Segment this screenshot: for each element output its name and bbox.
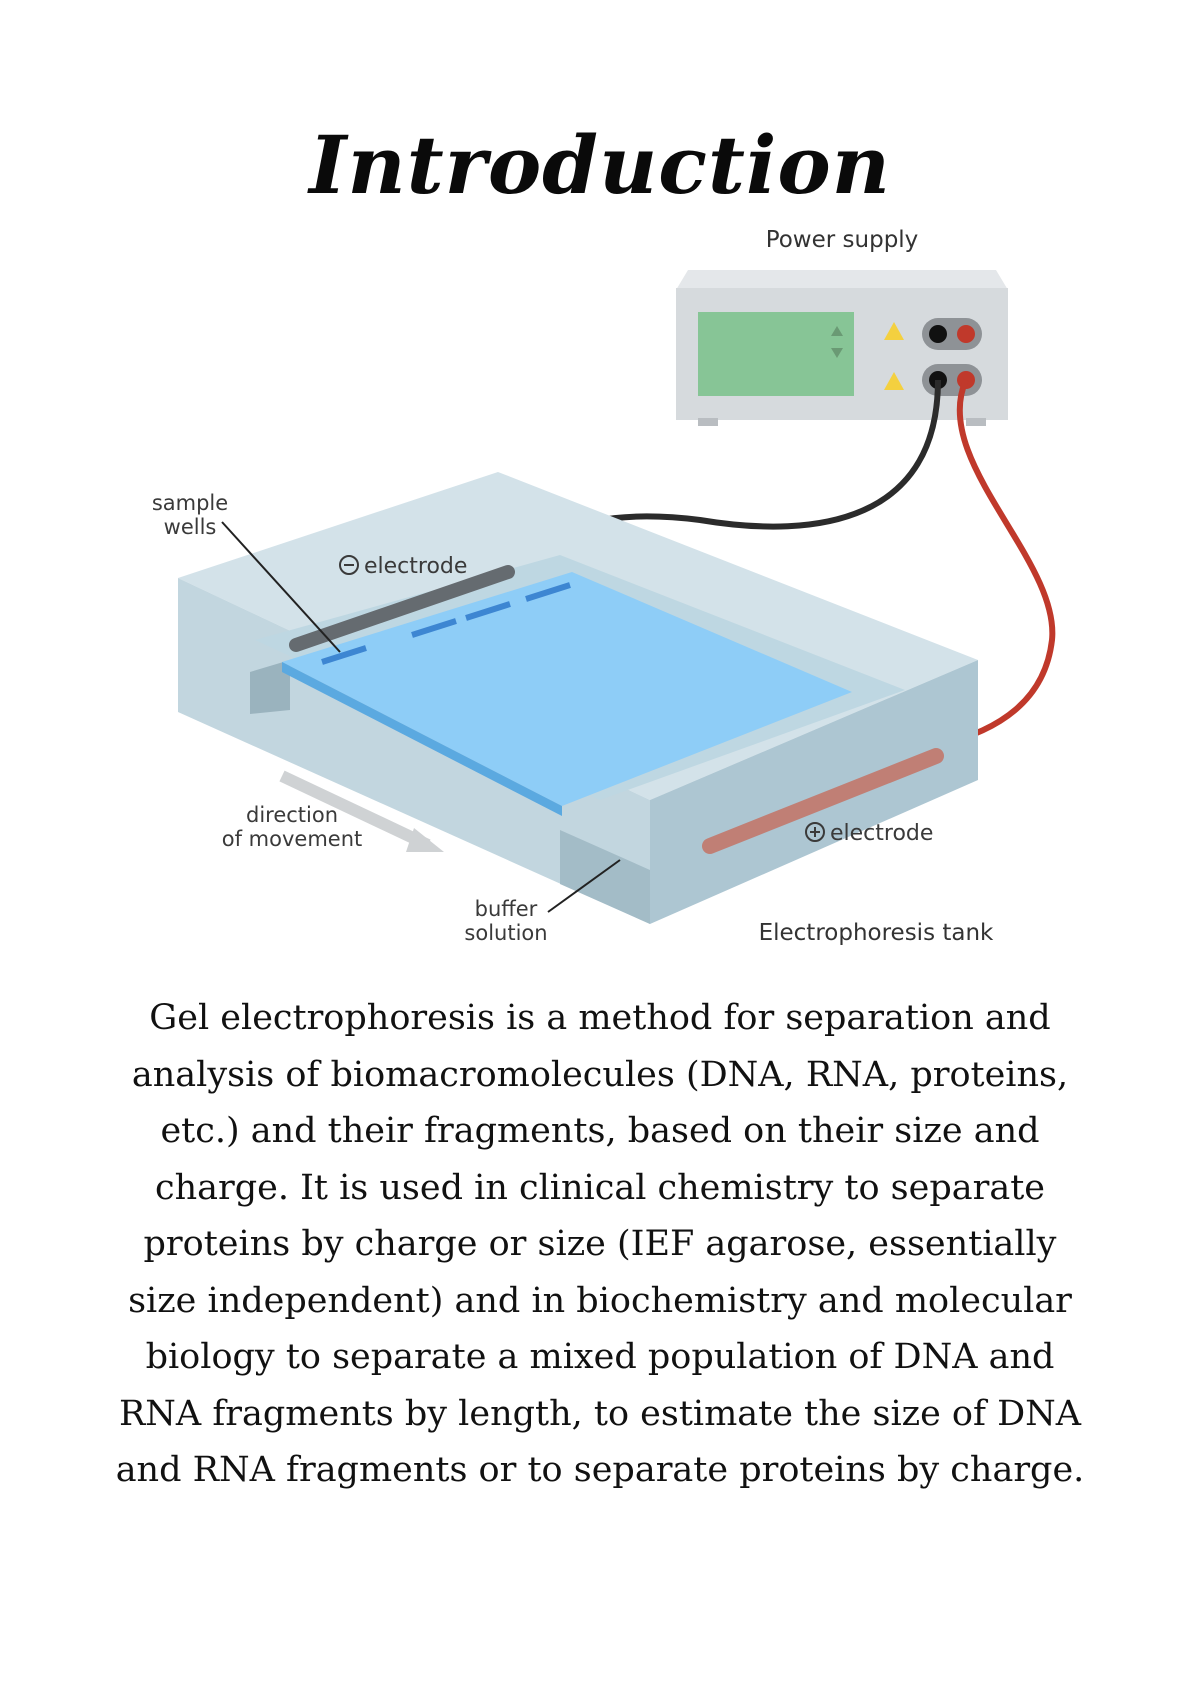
- electrophoresis-tank: [178, 472, 978, 924]
- sample-wells-label: sample: [152, 491, 228, 515]
- negative-electrode: [289, 565, 515, 652]
- arrow-down-icon: [831, 348, 843, 358]
- plus-icon: [805, 822, 825, 842]
- buffer-label: buffer: [475, 897, 538, 921]
- warning-icon: [884, 372, 904, 390]
- direction-label: of movement: [222, 827, 363, 851]
- tank-label: Electrophoresis tank: [759, 920, 994, 946]
- direction-arrow: [279, 770, 444, 852]
- sample-well: [411, 618, 457, 638]
- sample-wells-label: wells: [164, 515, 217, 539]
- sample-well: [465, 601, 511, 621]
- positive-wire: [939, 378, 1056, 748]
- leader-line: [547, 859, 621, 913]
- page-title: Introduction: [309, 118, 891, 212]
- positive-electrode-label: electrode: [830, 821, 933, 846]
- warning-icon: [884, 322, 904, 340]
- positive-terminal: [957, 325, 975, 343]
- minus-icon: [339, 555, 359, 575]
- display-screen: [698, 312, 854, 396]
- sample-well: [321, 645, 367, 665]
- power-supply-label: Power supply: [766, 227, 919, 253]
- power-supply: Power supply: [676, 227, 1008, 426]
- sample-well: [525, 582, 571, 602]
- leader-line: [221, 521, 341, 653]
- body-paragraph: Gel electrophoresis is a method for sepa…: [115, 998, 1085, 1490]
- negative-terminal: [929, 325, 947, 343]
- buffer-label: solution: [464, 921, 547, 945]
- positive-electrode: [702, 748, 944, 854]
- negative-electrode-label: electrode: [364, 554, 467, 579]
- direction-label: direction: [246, 803, 338, 827]
- arrow-up-icon: [831, 326, 843, 336]
